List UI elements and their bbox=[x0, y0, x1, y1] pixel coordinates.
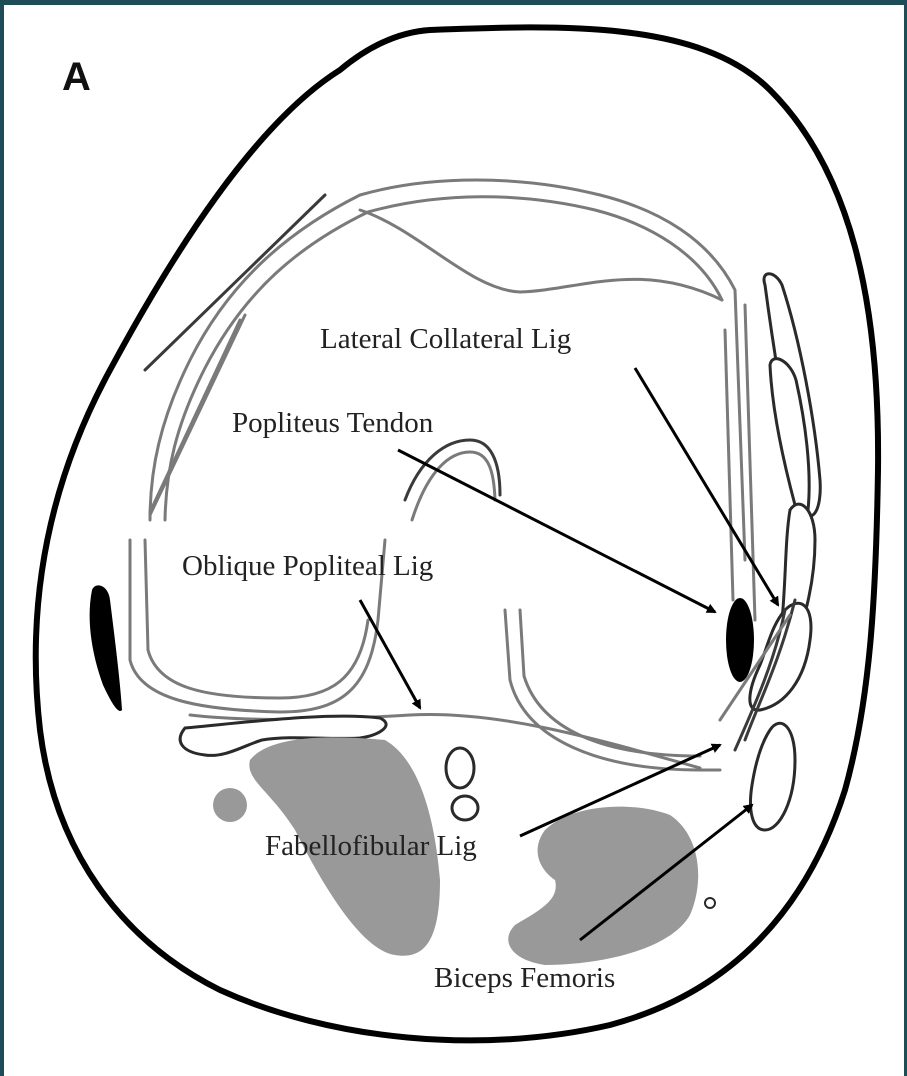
popliteal-vessel-1 bbox=[446, 748, 474, 788]
popliteus-tendon bbox=[726, 598, 754, 682]
small-vessel bbox=[705, 898, 715, 908]
label-fabellofibular-lig: Fabellofibular Lig bbox=[265, 830, 477, 862]
small-muscle-circle bbox=[213, 788, 247, 822]
popliteal-vessel-2 bbox=[452, 796, 478, 820]
label-popliteus-tendon: Popliteus Tendon bbox=[232, 407, 434, 439]
label-biceps-femoris: Biceps Femoris bbox=[434, 962, 615, 994]
label-lateral-collateral-lig: Lateral Collateral Lig bbox=[320, 323, 571, 355]
panel-letter: A bbox=[62, 55, 91, 99]
label-oblique-popliteal-lig: Oblique Popliteal Lig bbox=[182, 550, 433, 582]
